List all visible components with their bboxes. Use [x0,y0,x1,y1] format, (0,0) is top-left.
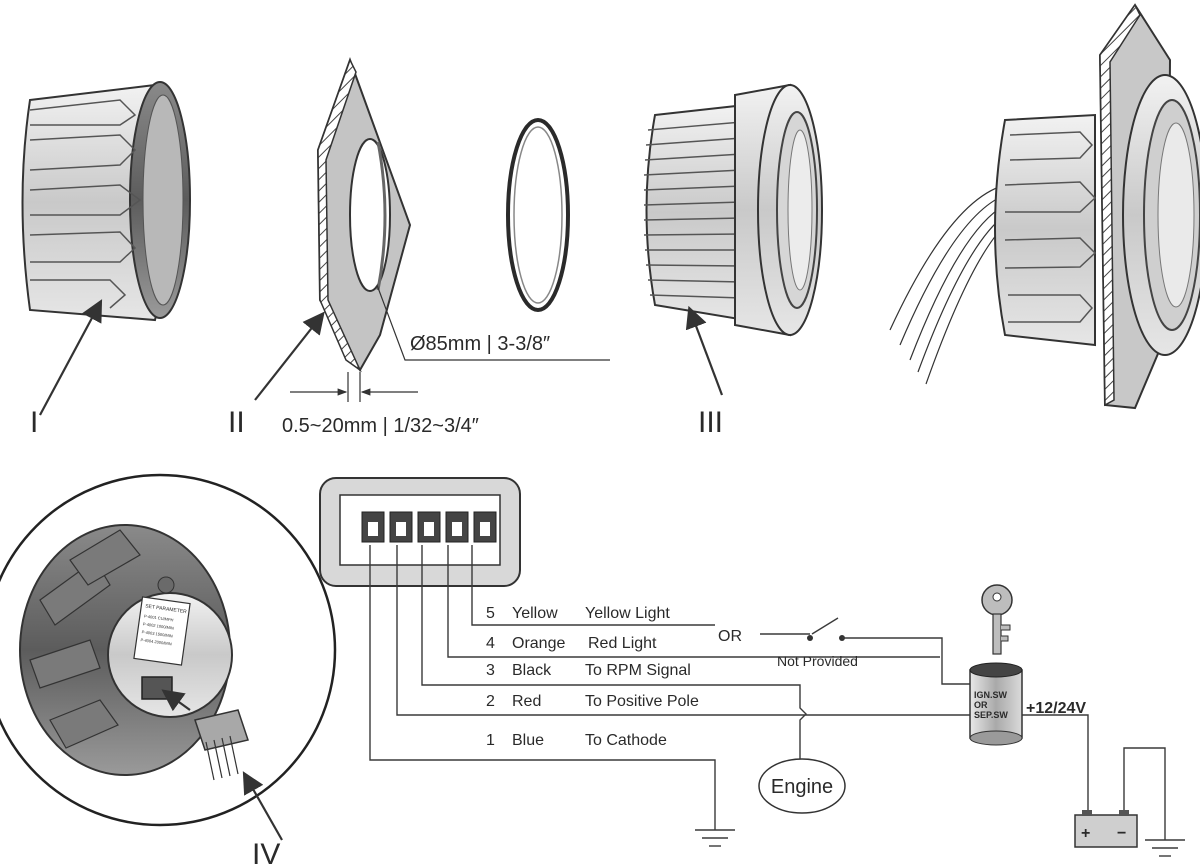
switch-text-line3: SEP.SW [974,710,1008,720]
pin5-number: 5 [486,605,495,622]
gauge-card-line4: P-4003 1500/MIN [141,629,173,638]
gauge-card-line3: P-4002 1000/MIN [142,621,174,630]
part-three-label: III [698,406,723,439]
switch-text-line1: IGN.SW [974,690,1008,700]
gauge-card-line2: P-4001 CU/MPH [144,613,174,622]
battery-plus: + [1081,825,1090,842]
pin2-number: 2 [486,693,495,710]
pin5-function: Yellow Light [585,605,670,622]
pin4-number: 4 [486,635,495,652]
pin3-function: To RPM Signal [585,662,691,679]
part-three-gauge-body: III [643,83,823,439]
pin1-function: To Cathode [585,732,667,749]
pin1-color: Blue [512,732,544,749]
not-provided-label: Not Provided [777,653,858,669]
part-two-panel: II Ø85mm | 3-3/8″ 0.5~20mm | 1/32~3/4″ [228,57,610,439]
pin1-number: 1 [486,732,495,749]
switch-text-line2: OR [974,700,988,710]
engine-symbol: Engine [758,758,846,814]
pin3-number: 3 [486,662,495,679]
pin4-color: Orange [512,635,565,652]
or-label: OR [718,628,742,645]
o-ring [506,118,570,312]
pin2-function: To Positive Pole [585,693,699,710]
connector-plug [319,477,521,587]
engine-label: Engine [771,776,833,798]
battery-symbol: + − [1074,810,1138,848]
part-four-rear-view: SET PARAMETER P-4001 CU/MPH P-4002 1000/… [0,473,337,867]
thickness-label: 0.5~20mm | 1/32~3/4″ [282,415,479,437]
wire-legend: 5 Yellow Yellow Light 4 Orange Red Light… [486,605,858,749]
part-one-knurled-nut: I [21,81,191,439]
part-four-label: IV [252,838,280,867]
voltage-label: +12/24V [1026,700,1086,717]
assembled-view [889,3,1200,410]
pin2-color: Red [512,693,541,710]
battery-minus: − [1117,825,1126,842]
pin3-color: Black [512,662,552,679]
pin5-color: Yellow [512,605,558,622]
wiring-lines [369,545,1185,857]
gauge-card-line5: P-4004 2000/MIN [140,637,172,646]
part-one-label: I [30,406,38,439]
gauge-card-line1: SET PARAMETER [145,603,188,615]
key-icon [981,584,1013,655]
pin4-function: Red Light [588,635,657,652]
diameter-label: Ø85mm | 3-3/8″ [410,333,550,355]
ignition-switch: IGN.SW OR SEP.SW +12/24V [969,584,1086,746]
part-two-label: II [228,406,245,439]
